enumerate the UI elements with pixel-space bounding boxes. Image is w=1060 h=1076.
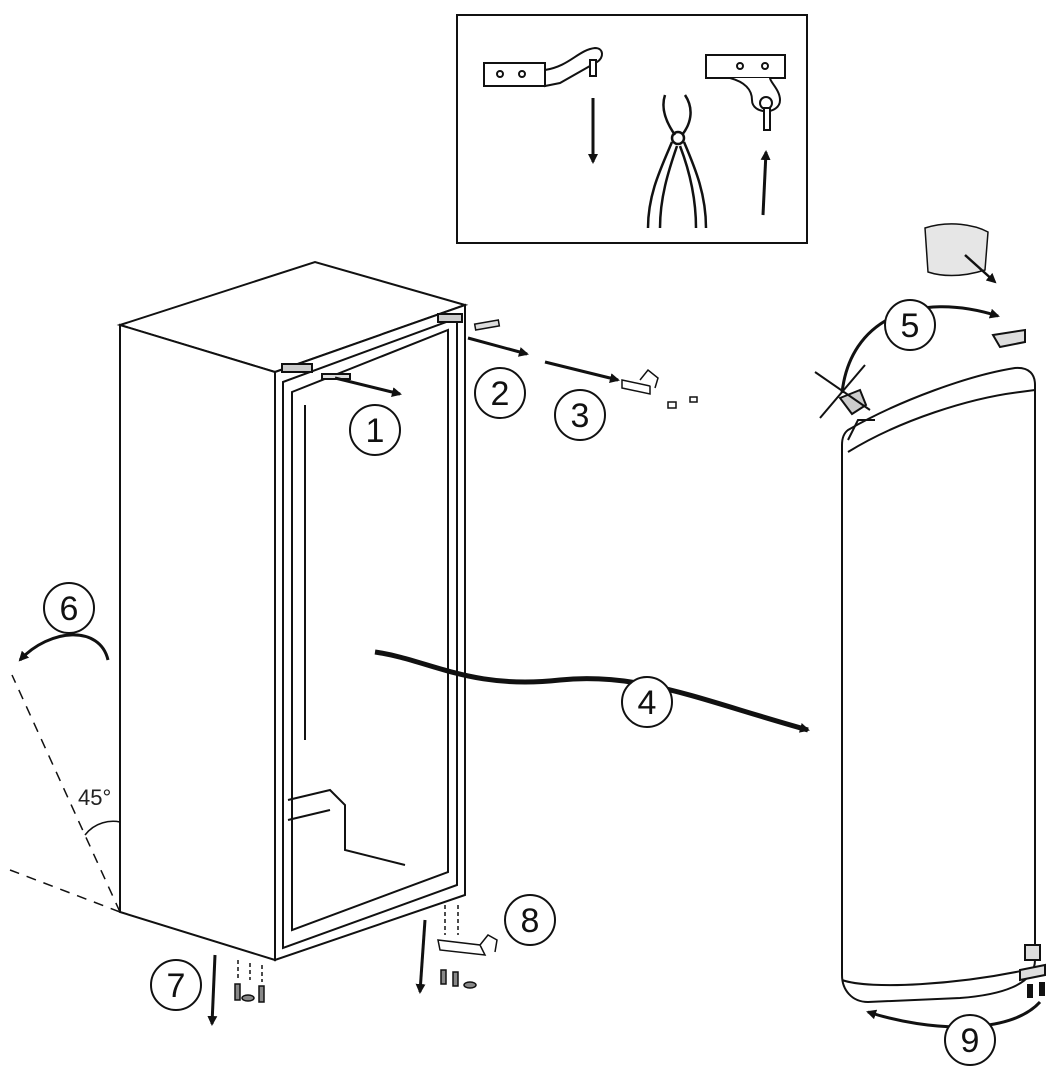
arrow-step-1: [334, 376, 402, 397]
step-6-label: 6: [60, 590, 79, 628]
step-9-badge: 9: [944, 1014, 996, 1066]
step-4-label: 4: [638, 684, 657, 722]
tilt-angle-label: 45°: [78, 785, 111, 810]
fridge-door: [841, 328, 1046, 1004]
foot-screws-icon: [234, 960, 265, 1003]
arrow-step-6: [18, 633, 110, 662]
step-6-badge: 6: [43, 582, 95, 634]
step-4-badge: 4: [621, 676, 673, 728]
parts-bag-icon: [924, 223, 997, 284]
step-7-label: 7: [167, 967, 186, 1005]
arrow-step-3: [544, 360, 620, 383]
step-2-badge: 2: [474, 367, 526, 419]
step-5-badge: 5: [884, 299, 936, 351]
step-2-label: 2: [491, 375, 510, 413]
bottom-hinge-icon: [437, 905, 498, 989]
tilt-angle-arc: [84, 820, 121, 836]
arrow-step-4: [374, 649, 810, 733]
top-hinge-icon: [621, 368, 698, 409]
hinge-bracket-flipped-icon: [705, 54, 786, 131]
arrow-step-2: [467, 336, 529, 357]
tilt-guide-lines: [9, 674, 121, 913]
hinge-pin-inset: [456, 14, 808, 244]
step-8-label: 8: [521, 902, 540, 940]
step-5-label: 5: [901, 307, 920, 345]
fridge-cabinet: [116, 260, 469, 962]
arrow-up-icon: [760, 150, 771, 216]
pliers-icon: [646, 94, 708, 229]
arrow-step-7: [207, 954, 218, 1026]
step-8-badge: 8: [504, 894, 556, 946]
step-1-badge: 1: [349, 404, 401, 456]
arrow-step-8-down: [415, 919, 427, 994]
step-7-badge: 7: [150, 959, 202, 1011]
hinge-bracket-icon: [483, 46, 603, 88]
step-3-label: 3: [571, 397, 590, 435]
step-1-label: 1: [366, 412, 385, 450]
step-9-label: 9: [961, 1022, 980, 1060]
hinge-cover-icon: [473, 319, 501, 331]
step-3-badge: 3: [554, 389, 606, 441]
